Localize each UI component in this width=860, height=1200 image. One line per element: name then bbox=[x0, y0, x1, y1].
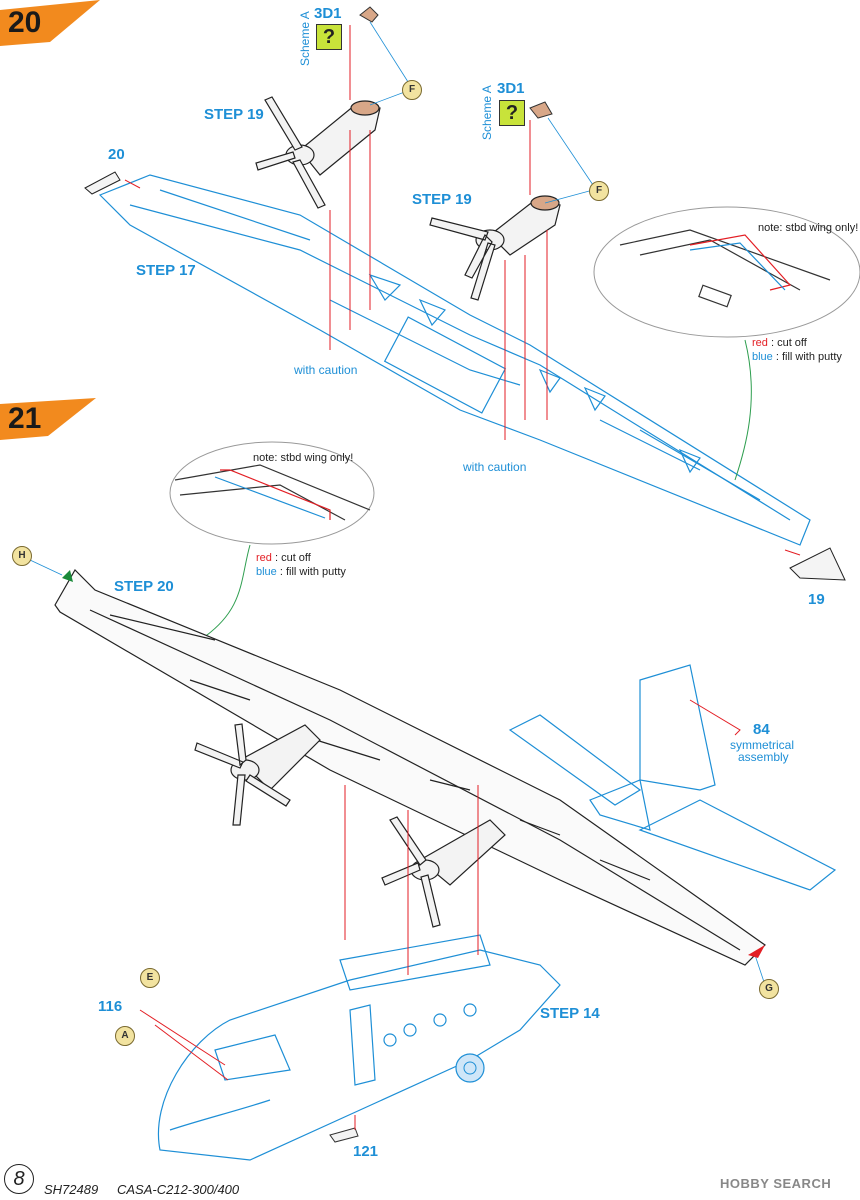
upper-wing-assembly bbox=[98, 174, 811, 546]
callout-leader-stbd-2 bbox=[199, 544, 251, 641]
step-20-label: STEP 20 bbox=[114, 578, 174, 595]
wingtip-20 bbox=[84, 171, 121, 195]
cowl-part-right bbox=[529, 101, 553, 119]
step-number-21: 21 bbox=[8, 402, 42, 435]
part-3d1-left: 3D1 bbox=[314, 5, 342, 22]
question-icon-left: ? bbox=[316, 24, 342, 50]
paint-mark-h: H bbox=[12, 546, 32, 566]
part-number-121: 121 bbox=[353, 1143, 379, 1160]
paint-mark-a: A bbox=[115, 1026, 135, 1046]
wingtip-green bbox=[62, 570, 73, 582]
page-number: 8 bbox=[4, 1164, 34, 1194]
note-stbd-bottom: note: stbd wing only! bbox=[253, 452, 354, 464]
assembly-84-arrow bbox=[689, 699, 741, 736]
legend-blue-top: blue : fill with putty bbox=[752, 351, 842, 363]
paint-mark-e: E bbox=[140, 968, 160, 988]
callout-ellipse-top bbox=[593, 206, 860, 338]
engine-right-step21 bbox=[381, 816, 506, 928]
callout-ellipse-bottom bbox=[169, 441, 375, 545]
engine-left-step20 bbox=[255, 96, 381, 209]
with-caution-left: with caution bbox=[294, 363, 358, 377]
wingtip-19 bbox=[789, 547, 846, 581]
part-number-116: 116 bbox=[98, 998, 123, 1015]
step-20-flag bbox=[0, 0, 100, 46]
leader-lines bbox=[29, 21, 766, 986]
paint-mark-f-left: F bbox=[402, 80, 422, 100]
legend-red-top: red : cut off bbox=[752, 337, 807, 349]
paint-mark-g: G bbox=[759, 979, 779, 999]
part-121 bbox=[329, 1127, 359, 1143]
cowl-part-left bbox=[359, 6, 379, 23]
note-stbd-top: note: stbd wing only! bbox=[758, 222, 859, 234]
step-21-flag bbox=[0, 398, 96, 440]
tail-assembly bbox=[508, 664, 837, 891]
landing-gear bbox=[455, 1053, 485, 1083]
callout-leader-stbd-1 bbox=[734, 339, 752, 481]
assembly-arrows-step20 bbox=[124, 25, 801, 556]
part-3d1-right: 3D1 bbox=[497, 80, 525, 97]
kit-name: CASA-C212-300/400 bbox=[117, 1182, 240, 1197]
callout-top-detail bbox=[619, 229, 831, 308]
scheme-a-label-right: Scheme A bbox=[480, 85, 494, 140]
assembly-arrows-step21 bbox=[139, 785, 479, 1130]
fuselage bbox=[157, 934, 561, 1161]
assembly-label: assembly bbox=[738, 750, 789, 764]
step-17-label: STEP 17 bbox=[136, 262, 196, 279]
legend-red-bottom: red : cut off bbox=[256, 552, 311, 564]
kit-code: SH72489 bbox=[44, 1182, 99, 1197]
lower-wing bbox=[54, 569, 766, 966]
step-19-label-right: STEP 19 bbox=[412, 191, 472, 208]
scheme-a-label-left: Scheme A bbox=[298, 11, 312, 66]
step-14-label: STEP 14 bbox=[540, 1005, 600, 1022]
watermark: HOBBY SEARCH bbox=[720, 1176, 832, 1191]
engine-left-step21 bbox=[194, 723, 321, 826]
wingtip-red bbox=[748, 945, 765, 958]
step-number-20: 20 bbox=[8, 6, 42, 39]
callout-bottom-detail bbox=[174, 464, 371, 521]
symmetrical-label: symmetrical bbox=[730, 738, 795, 752]
part-number-19: 19 bbox=[808, 591, 825, 608]
question-icon-right: ? bbox=[499, 100, 525, 126]
part-number-84: 84 bbox=[753, 721, 770, 738]
part-number-20: 20 bbox=[108, 146, 125, 163]
step-19-label-left: STEP 19 bbox=[204, 106, 264, 123]
with-caution-right: with caution bbox=[463, 460, 527, 474]
legend-blue-bottom: blue : fill with putty bbox=[256, 566, 346, 578]
engine-right-step20 bbox=[429, 195, 561, 301]
paint-mark-f-right: F bbox=[589, 181, 609, 201]
